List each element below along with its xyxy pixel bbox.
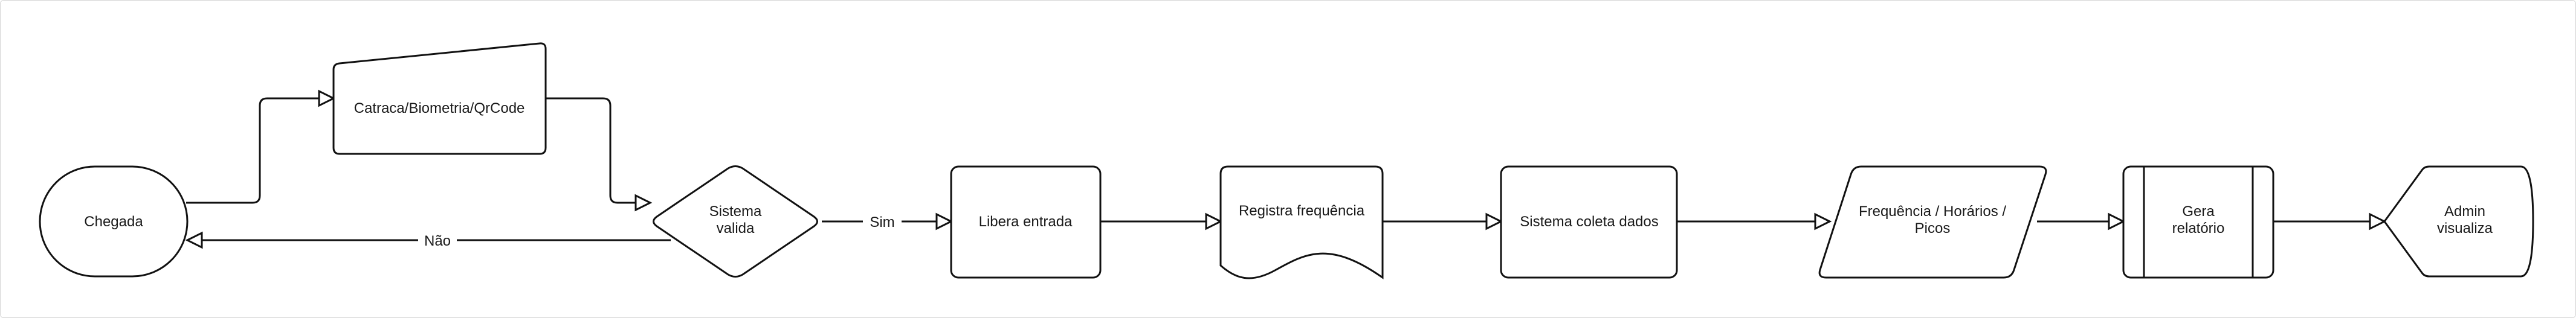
label-line: Gera xyxy=(2182,203,2215,220)
arrowhead-relatorio xyxy=(2108,212,2126,231)
edge-label-nao: Não xyxy=(424,233,451,249)
node-libera-entrada[interactable]: Libera entrada xyxy=(950,165,1102,279)
label-line: Catraca/Biometria/QrCode xyxy=(354,100,525,116)
node-frequencia-horarios[interactable]: Frequência / Horários /Picos xyxy=(1818,165,2047,279)
node-chegada-label: Chegada xyxy=(84,214,143,230)
arrowhead-chegada xyxy=(185,231,203,249)
label-line: Sistema xyxy=(709,203,762,220)
arrowhead-sistema-valida xyxy=(634,194,653,212)
node-sistema-coleta-label: Sistema coleta dados xyxy=(1520,214,1658,230)
node-sistema-coleta[interactable]: Sistema coleta dados xyxy=(1500,165,1678,279)
arrowhead-frequencia xyxy=(1814,212,1832,231)
label-line: Chegada xyxy=(84,214,143,230)
node-libera-entrada-label: Libera entrada xyxy=(979,214,1073,230)
edge-chegada-to-catraca xyxy=(186,97,319,204)
node-frequencia-horarios-label: Frequência / Horários /Picos xyxy=(1859,203,2006,237)
label-line: Admin xyxy=(2444,203,2485,220)
arrowhead-registra xyxy=(1205,212,1223,231)
label-line: Registra frequência xyxy=(1239,203,1365,219)
arrowhead-coleta xyxy=(1485,212,1503,231)
node-registra-frequencia-label: Registra frequência xyxy=(1239,203,1365,219)
node-catraca-label: Catraca/Biometria/QrCode xyxy=(354,100,525,116)
node-catraca[interactable]: Catraca/Biometria/QrCode xyxy=(332,42,547,155)
node-registra-frequencia[interactable]: Registra frequência xyxy=(1219,165,1384,279)
label-line: relatório xyxy=(2172,220,2225,237)
arrowhead-admin xyxy=(2369,212,2387,231)
label-line: Libera entrada xyxy=(979,214,1073,230)
label-line: valida xyxy=(717,220,755,237)
arrowhead-catraca xyxy=(318,89,336,107)
edge-catraca-to-sistema-valida xyxy=(546,97,636,204)
label-line: visualiza xyxy=(2437,220,2493,237)
label-line: Sistema coleta dados xyxy=(1520,214,1658,230)
label-line: Picos xyxy=(1915,220,1951,237)
edge-label-sim: Sim xyxy=(870,214,894,231)
arrowhead-libera-entrada xyxy=(935,212,954,231)
node-chegada[interactable]: Chegada xyxy=(39,165,189,278)
label-line: Frequência / Horários / xyxy=(1859,203,2006,220)
